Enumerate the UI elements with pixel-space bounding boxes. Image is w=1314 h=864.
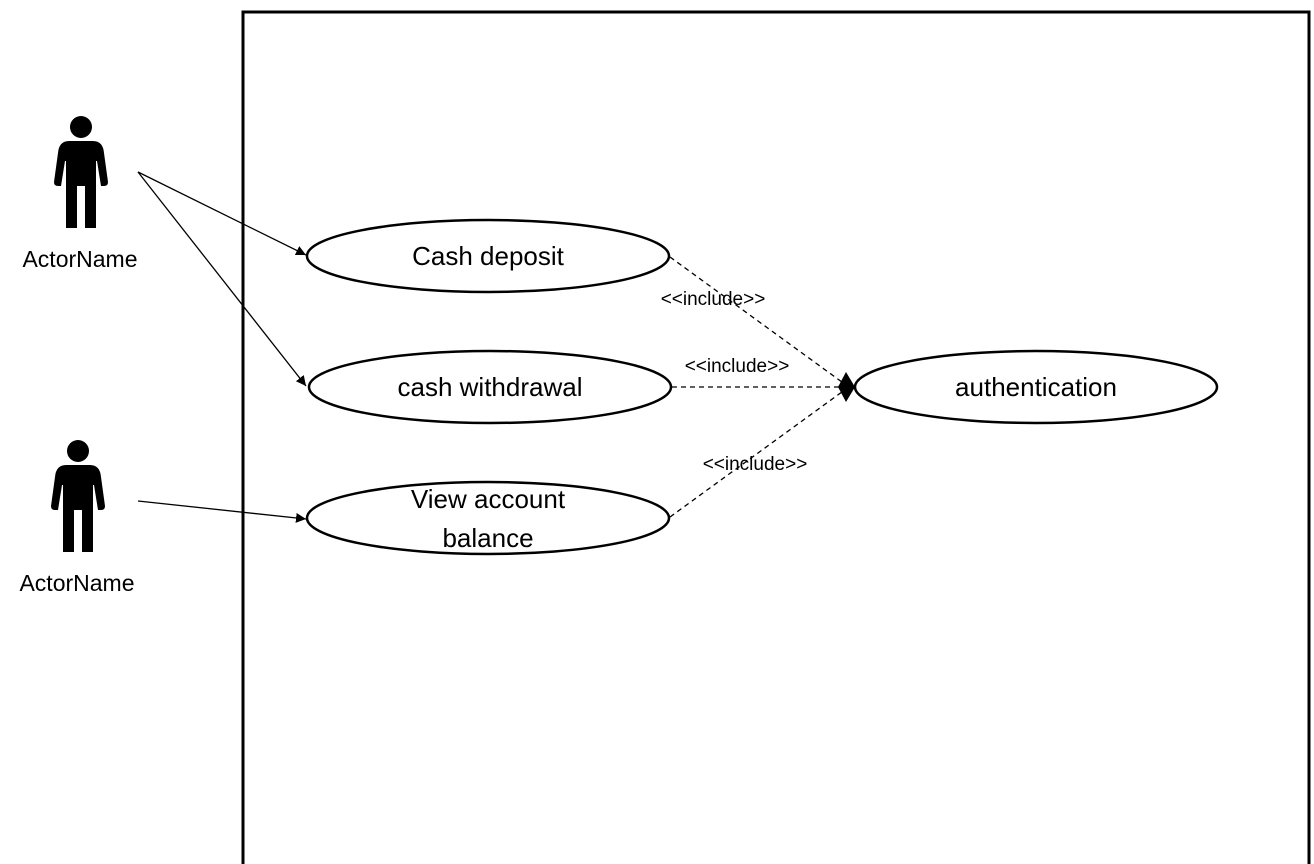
usecase-label: Cash deposit [412, 241, 565, 271]
usecase-label: cash withdrawal [398, 372, 583, 402]
include-label-cash-withdrawal: <<include>> [685, 356, 790, 377]
include-label-view-balance: <<include>> [703, 454, 808, 475]
actor-2[interactable]: ActorName [19, 440, 135, 596]
usecase-label-line2: balance [442, 523, 533, 553]
system-boundary [241, 10, 1311, 864]
association-actor2-view-balance [137, 500, 307, 523]
include-line-view-balance [669, 388, 847, 518]
usecase-authentication[interactable]: authentication [853, 349, 1219, 425]
association-actor1-cash-withdrawal [137, 171, 307, 387]
actor-label: ActorName [19, 570, 134, 596]
usecase-view-account-balance[interactable]: View account balance [305, 480, 671, 556]
usecase-label: authentication [955, 372, 1117, 402]
actor-person-icon [51, 440, 105, 552]
usecase-cash-deposit[interactable]: Cash deposit [305, 218, 671, 294]
include-diamond [838, 372, 855, 402]
include-line-cash-deposit [669, 256, 847, 386]
usecase-label-line1: View account [411, 484, 566, 514]
usecase-cash-withdrawal[interactable]: cash withdrawal [307, 349, 673, 425]
include-label-cash-deposit: <<include>> [661, 289, 766, 310]
actor-person-icon [54, 116, 108, 228]
association-actor1-cash-deposit [137, 171, 307, 256]
actor-label: ActorName [22, 246, 137, 272]
actor-1[interactable]: ActorName [22, 116, 138, 272]
